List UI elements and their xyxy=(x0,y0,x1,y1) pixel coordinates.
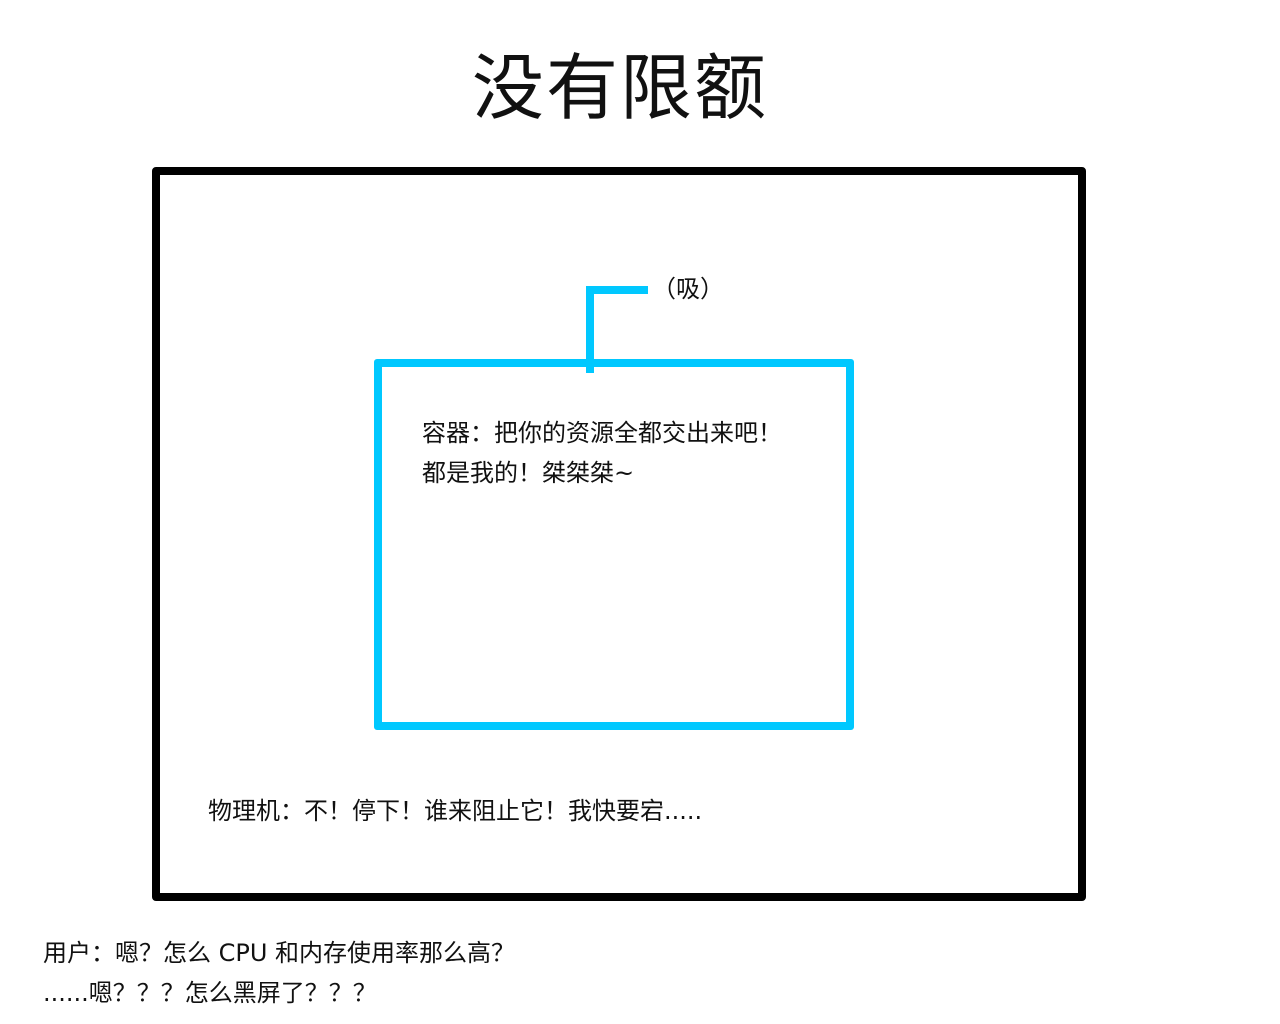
container-box xyxy=(374,359,854,730)
user-dialogue: 用户：嗯？怎么 CPU 和内存使用率那么高？ ......嗯？？？怎么黑屏了？？… xyxy=(43,933,515,1013)
container-line-1: 容器：把你的资源全都交出来吧！ xyxy=(422,419,782,447)
physical-machine-dialogue: 物理机：不！停下！谁来阻止它！我快要宕..... xyxy=(208,797,703,825)
container-dialogue: 容器：把你的资源全都交出来吧！ 都是我的！桀桀桀~ xyxy=(422,413,782,493)
user-line-2: ......嗯？？？怎么黑屏了？？？ xyxy=(43,979,377,1007)
container-line-2: 都是我的！桀桀桀~ xyxy=(422,459,635,487)
inhale-label: （吸） xyxy=(652,275,724,303)
page-title: 没有限额 xyxy=(471,46,768,130)
user-line-1: 用户：嗯？怎么 CPU 和内存使用率那么高？ xyxy=(43,939,516,967)
